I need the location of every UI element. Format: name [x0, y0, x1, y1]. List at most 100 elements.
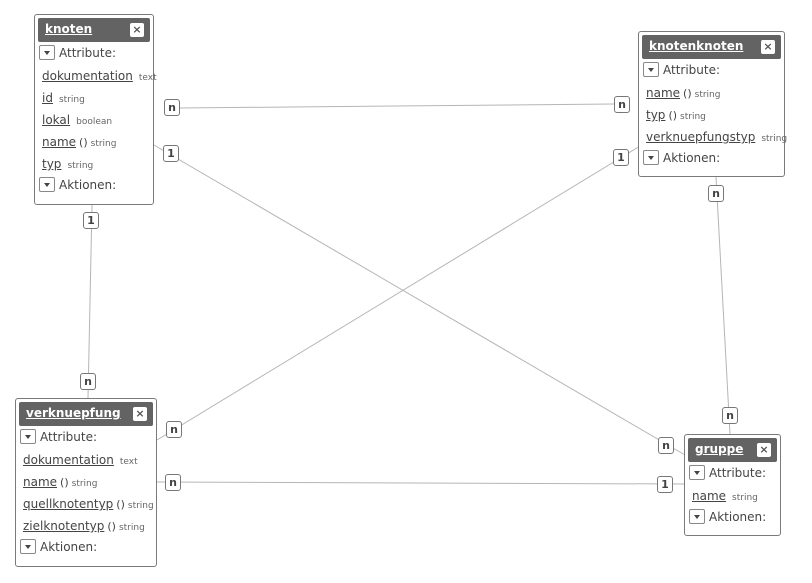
attribute-row: dokumentation text	[38, 64, 157, 86]
attribute-row: name string	[688, 484, 777, 506]
attribute-row: name()string	[19, 470, 153, 492]
cardinality-badge: n	[708, 185, 724, 202]
attribute-name[interactable]: name	[646, 86, 681, 100]
attribute-paren: ()	[683, 87, 692, 100]
relation-line-knoten-gruppe	[153, 144, 686, 456]
attribute-row: typ string	[38, 152, 150, 174]
entity-title[interactable]: knotenknoten	[649, 39, 744, 53]
attributes-toggle[interactable]: Attribute:	[38, 42, 150, 64]
attribute-row: verknuepfungstyp string	[642, 125, 787, 147]
relation-line-verknuepfung-gruppe	[156, 481, 686, 485]
close-icon[interactable]: ×	[130, 23, 144, 37]
chevron-down-icon[interactable]	[20, 539, 36, 554]
attribute-row: dokumentation text	[19, 448, 153, 470]
chevron-down-icon[interactable]	[39, 177, 55, 192]
attribute-name[interactable]: name	[692, 489, 727, 503]
chevron-down-icon[interactable]	[39, 45, 55, 60]
attributes-toggle[interactable]: Attribute:	[688, 462, 777, 484]
cardinality-badge: n	[166, 421, 182, 438]
chevron-down-icon[interactable]	[689, 465, 705, 480]
attribute-name[interactable]: dokumentation	[23, 453, 114, 467]
attribute-type: string	[58, 95, 85, 105]
attribute-type: string	[67, 161, 94, 171]
entity-gruppe[interactable]: gruppe × Attribute: name string Aktionen:	[684, 434, 781, 536]
attribute-type: text	[119, 457, 138, 467]
attribute-type: boolean	[76, 117, 113, 127]
attributes-label: Attribute:	[59, 46, 117, 60]
close-icon[interactable]: ×	[761, 40, 775, 54]
attribute-row: id string	[38, 86, 150, 108]
cardinality-badge: 1	[83, 212, 99, 229]
attribute-type: string	[680, 112, 706, 122]
actions-toggle[interactable]: Aktionen:	[688, 506, 777, 528]
attribute-row: name()string	[38, 130, 150, 152]
entity-header[interactable]: knoten ×	[38, 18, 150, 42]
attribute-paren: ()	[116, 498, 125, 511]
attribute-row: name()string	[642, 81, 781, 103]
chevron-down-icon[interactable]	[689, 509, 705, 524]
entity-header[interactable]: knotenknoten ×	[642, 35, 781, 59]
attribute-type: string	[127, 501, 154, 511]
relation-line-knoten-knotenknoten	[179, 103, 615, 109]
entity-title[interactable]: verknuepfung	[26, 406, 121, 420]
chevron-down-icon[interactable]	[643, 62, 659, 77]
attribute-name[interactable]: id	[42, 91, 53, 105]
cardinality-badge: n	[614, 96, 630, 113]
chevron-down-icon[interactable]	[20, 429, 36, 444]
attribute-row: zielknotentyp()string	[19, 514, 153, 536]
attributes-toggle[interactable]: Attribute:	[642, 59, 781, 81]
relation-line-knoten-verknuepfung	[87, 204, 93, 399]
cardinality-badge: n	[165, 474, 181, 491]
entity-verknuepfung[interactable]: verknuepfung × Attribute: dokumentation t…	[15, 398, 157, 567]
attribute-row: lokal boolean	[38, 108, 150, 130]
attribute-name[interactable]: name	[42, 135, 77, 149]
attribute-type: string	[732, 493, 758, 503]
attribute-paren: ()	[60, 476, 69, 489]
attribute-name[interactable]: name	[23, 475, 58, 489]
attribute-type: string	[761, 134, 788, 144]
attribute-row: typ()string	[642, 103, 781, 125]
entity-header[interactable]: gruppe ×	[688, 438, 777, 462]
attribute-name[interactable]: lokal	[42, 113, 71, 127]
actions-toggle[interactable]: Aktionen:	[38, 174, 150, 196]
close-icon[interactable]: ×	[133, 407, 147, 421]
actions-toggle[interactable]: Aktionen:	[19, 536, 153, 558]
cardinality-badge: n	[164, 99, 180, 116]
actions-label: Aktionen:	[59, 178, 117, 192]
attribute-name[interactable]: typ	[42, 157, 62, 171]
attributes-toggle[interactable]: Attribute:	[19, 426, 153, 448]
actions-label: Aktionen:	[709, 510, 767, 524]
cardinality-badge: n	[80, 373, 96, 390]
attribute-type: string	[90, 139, 117, 149]
entity-knoten[interactable]: knoten × Attribute: dokumentation text id…	[34, 14, 157, 205]
attribute-name[interactable]: quellknotentyp	[23, 497, 114, 511]
cardinality-badge: n	[658, 437, 674, 454]
actions-label: Aktionen:	[40, 540, 98, 554]
attribute-name[interactable]: typ	[646, 108, 666, 122]
attributes-label: Attribute:	[709, 466, 767, 480]
cardinality-badge: 1	[163, 145, 179, 162]
entity-title[interactable]: knoten	[45, 22, 93, 36]
attribute-type: string	[71, 479, 98, 489]
entity-header[interactable]: verknuepfung ×	[19, 402, 153, 426]
attribute-name[interactable]: dokumentation	[42, 69, 133, 83]
attribute-paren: ()	[668, 109, 678, 122]
actions-label: Aktionen:	[663, 151, 721, 165]
attribute-type: string	[694, 90, 721, 100]
attribute-type: string	[118, 523, 145, 533]
entity-title[interactable]: gruppe	[695, 442, 744, 456]
attribute-paren: ()	[79, 136, 88, 149]
attribute-name[interactable]: verknuepfungstyp	[646, 130, 756, 144]
chevron-down-icon[interactable]	[643, 150, 659, 165]
cardinality-badge: 1	[613, 149, 629, 166]
relation-line-knotenknoten-gruppe	[715, 176, 731, 435]
attributes-label: Attribute:	[40, 430, 98, 444]
attribute-row: quellknotentyp()string	[19, 492, 154, 514]
attributes-label: Attribute:	[663, 63, 721, 77]
attribute-type: text	[138, 73, 157, 83]
entity-knotenknoten[interactable]: knotenknoten × Attribute: name()string t…	[638, 31, 787, 177]
close-icon[interactable]: ×	[757, 443, 771, 457]
actions-toggle[interactable]: Aktionen:	[642, 147, 781, 169]
attribute-name[interactable]: zielknotentyp	[23, 519, 105, 533]
